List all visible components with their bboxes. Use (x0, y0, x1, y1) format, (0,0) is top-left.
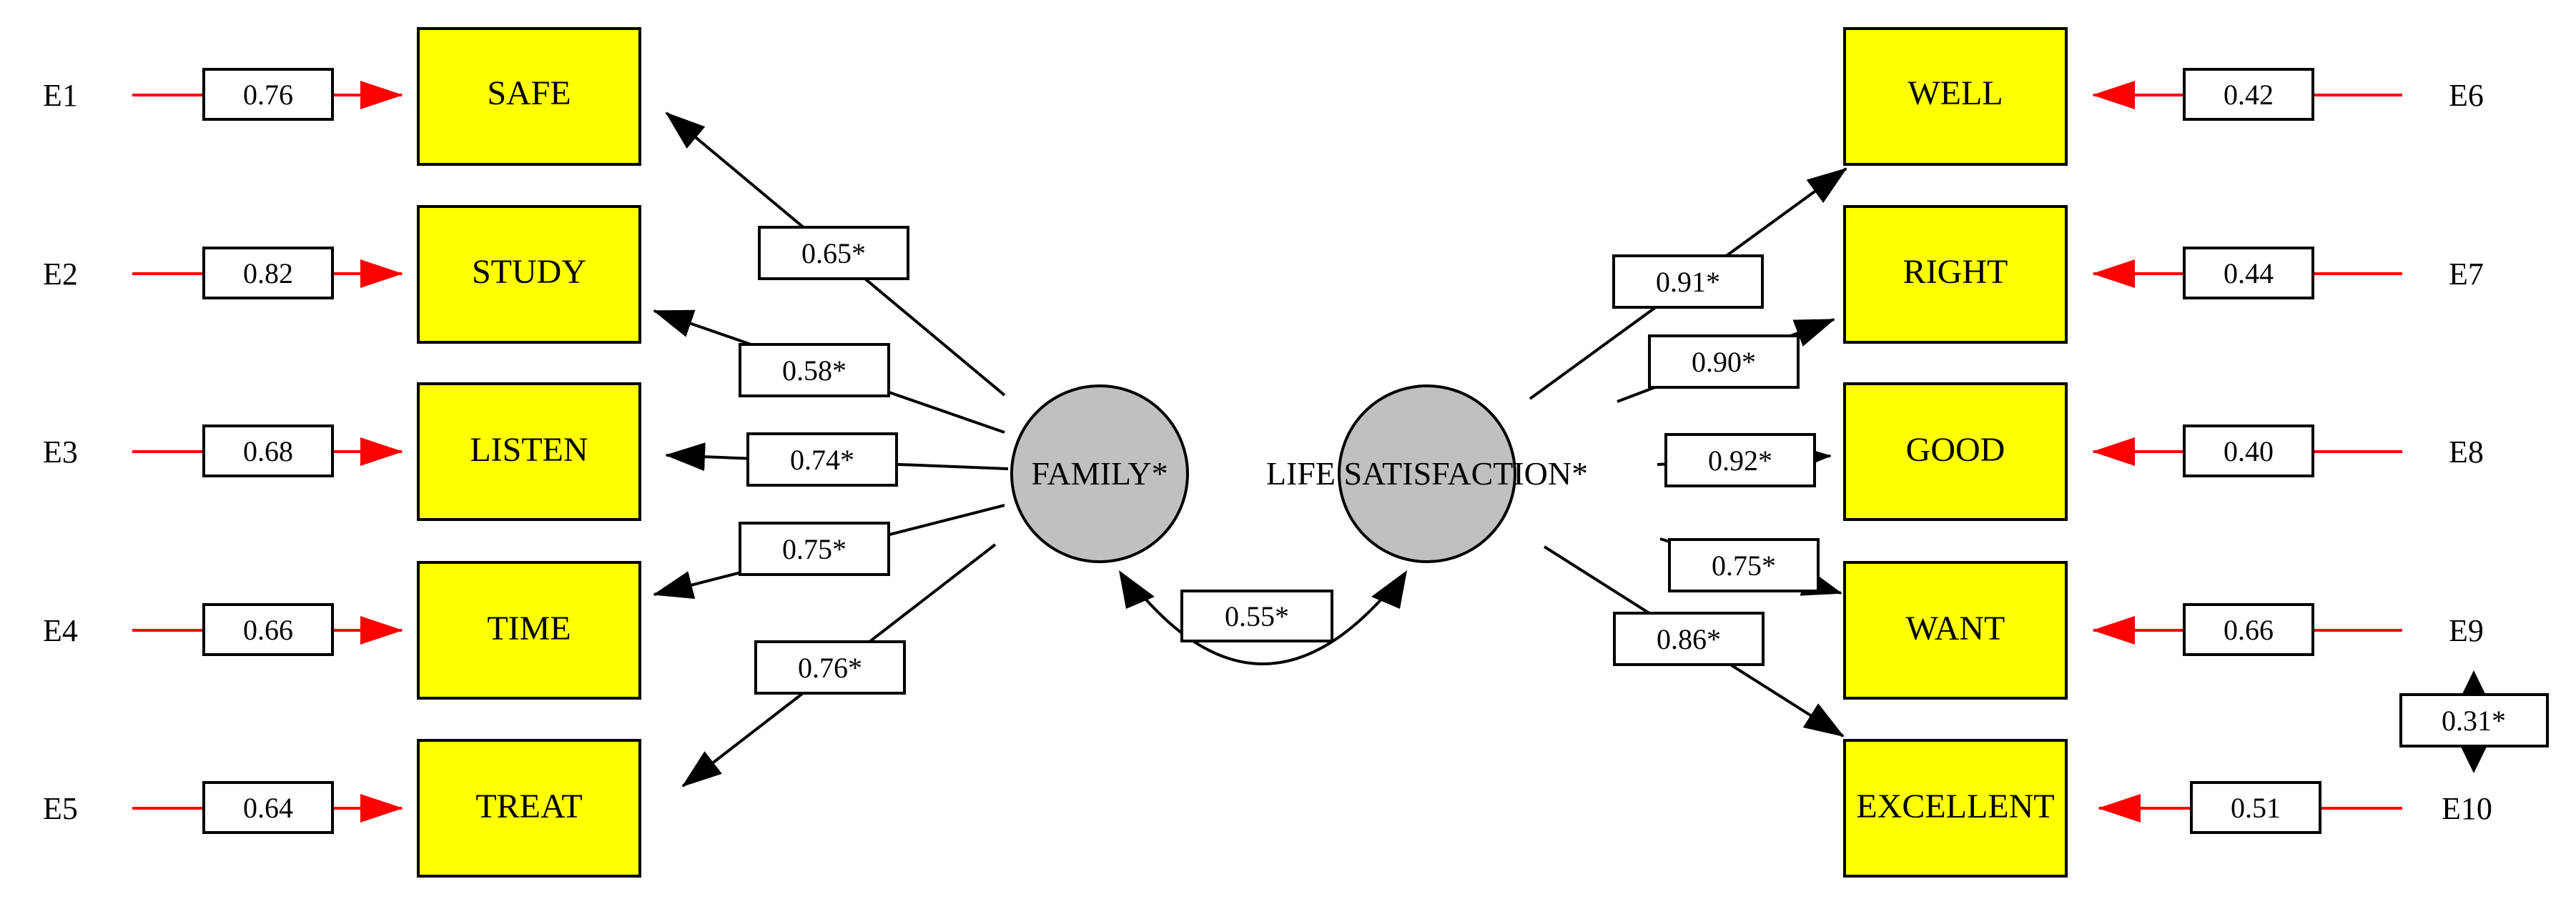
loading-value-time: 0.75* (782, 533, 847, 565)
indicator-box-listen (417, 382, 641, 521)
indicator-label-safe: SAFE (487, 74, 571, 112)
covariance-box (2399, 693, 2549, 747)
correlation-box (1180, 590, 1333, 642)
factor-label-family: FAMILY* (1031, 455, 1168, 492)
error-label-e6: E6 (2449, 78, 2484, 113)
error-label-e10: E10 (2442, 791, 2492, 826)
indicator-box-safe (417, 27, 641, 166)
loading-value-excellent: 0.86* (1657, 623, 1721, 655)
error-value-e1: 0.76 (243, 79, 293, 111)
loading-box-study (739, 343, 890, 397)
error-label-e2: E2 (43, 257, 78, 292)
error-value-box-e1 (202, 68, 334, 121)
factor-family (1010, 384, 1189, 563)
error-value-e2: 0.82 (243, 257, 293, 289)
error-label-e3: E3 (43, 434, 78, 470)
loading-box-safe (758, 226, 909, 280)
error-value-box-e8 (2183, 424, 2314, 477)
loading-box-treat (754, 640, 906, 695)
correlation-value: 0.55* (1225, 600, 1289, 632)
factor-correlation-curve (1132, 583, 1396, 665)
error-label-e1: E1 (43, 78, 78, 113)
error-value-e8: 0.40 (2224, 435, 2274, 467)
indicator-label-treat: TREAT (475, 788, 582, 825)
loading-box-time (739, 522, 890, 576)
error-value-e9: 0.66 (2224, 614, 2274, 646)
error-value-box-e6 (2183, 68, 2314, 121)
indicator-box-good (1843, 382, 2068, 521)
error-label-e7: E7 (2449, 257, 2484, 292)
error-value-box-e5 (202, 781, 334, 834)
loading-value-well: 0.91* (1656, 266, 1720, 298)
indicator-label-good: GOOD (1906, 431, 2005, 469)
error-value-e10: 0.51 (2231, 792, 2281, 824)
covariance-value: 0.31* (2442, 705, 2506, 737)
indicator-box-want (1843, 561, 2068, 700)
error-value-e4: 0.66 (243, 614, 293, 646)
loading-box-listen (746, 432, 898, 487)
indicator-label-study: STUDY (472, 253, 586, 291)
loading-box-good (1664, 433, 1816, 487)
error-value-e3: 0.68 (243, 435, 293, 467)
loading-value-study: 0.58* (782, 354, 847, 387)
loading-box-excellent (1613, 612, 1765, 666)
error-label-e5: E5 (43, 791, 78, 826)
indicator-box-treat (417, 739, 641, 878)
indicator-box-time (417, 561, 641, 700)
loading-value-want: 0.75* (1712, 550, 1776, 582)
error-value-box-e2 (202, 247, 334, 299)
loading-box-want (1668, 538, 1820, 592)
loading-value-good: 0.92* (1708, 444, 1772, 477)
error-value-box-e10 (2190, 781, 2321, 834)
error-label-e8: E8 (2449, 434, 2484, 470)
error-label-e9: E9 (2449, 613, 2484, 648)
error-value-box-e9 (2183, 603, 2314, 656)
indicator-label-right: RIGHT (1903, 253, 2008, 291)
indicator-box-right (1843, 205, 2068, 344)
error-value-e6: 0.42 (2224, 79, 2274, 111)
error-value-box-e4 (202, 603, 334, 656)
factor-label-life-satisfaction: LIFE SATISFACTION* (1266, 455, 1588, 492)
covariance-arrowhead-up (2461, 670, 2487, 697)
indicator-box-well (1843, 27, 2068, 166)
error-value-box-e3 (202, 424, 334, 477)
indicator-box-excellent (1843, 739, 2068, 878)
indicator-label-want: WANT (1906, 610, 2005, 647)
indicator-label-time: TIME (487, 610, 571, 647)
error-label-e4: E4 (43, 613, 78, 648)
indicator-label-well: WELL (1908, 74, 2003, 112)
indicator-box-study (417, 205, 641, 344)
error-value-e7: 0.44 (2224, 257, 2274, 289)
loading-value-right: 0.90* (1692, 346, 1756, 378)
indicator-label-excellent: EXCELLENT (1856, 788, 2054, 825)
loading-value-safe: 0.65* (801, 237, 866, 269)
error-value-e5: 0.64 (243, 792, 293, 824)
correlation-arrowhead-right (1371, 570, 1407, 609)
correlation-arrowhead-left (1119, 570, 1155, 609)
indicator-label-listen: LISTEN (470, 431, 588, 469)
factor-life-satisfaction (1338, 384, 1516, 563)
error-value-box-e7 (2183, 247, 2314, 299)
loading-value-listen: 0.74* (790, 444, 854, 476)
loading-box-well (1612, 254, 1764, 309)
covariance-arrowhead-down (2461, 747, 2487, 773)
loading-box-right (1648, 334, 1800, 389)
loading-value-treat: 0.76* (798, 652, 862, 684)
